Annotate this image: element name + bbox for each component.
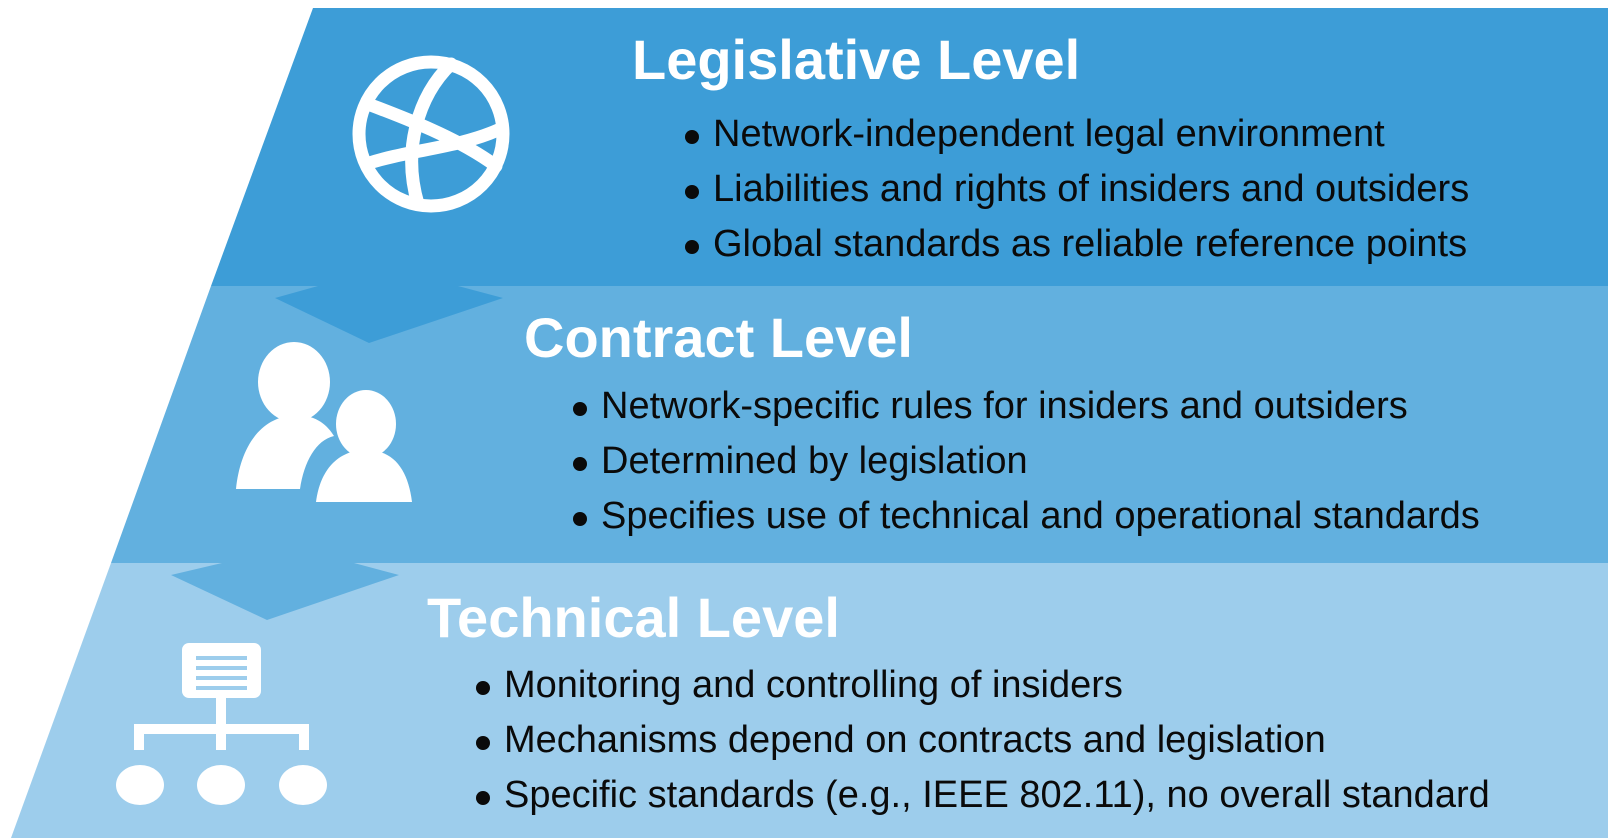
list-item: Determined by legislation (569, 434, 1480, 489)
list-item: Global standards as reliable reference p… (681, 217, 1469, 272)
list-item: Network-specific rules for insiders and … (569, 379, 1480, 434)
contract-band (111, 286, 1608, 563)
list-item: Specifies use of technical and operation… (569, 489, 1480, 544)
contract-level-title: Contract Level (524, 306, 913, 369)
network-hierarchy-icon (116, 643, 327, 805)
list-item: Network-independent legal environment (681, 107, 1469, 162)
contract-bullet-list: Network-specific rules for insiders and … (569, 379, 1480, 544)
legislative-level-title: Legislative Level (632, 28, 1081, 91)
list-item: Mechanisms depend on contracts and legis… (472, 713, 1490, 768)
people-icon (236, 342, 412, 502)
technical-bullet-list: Monitoring and controlling of insiders M… (472, 658, 1490, 823)
technical-band (11, 563, 1608, 838)
legislative-band (211, 8, 1608, 286)
list-item: Monitoring and controlling of insiders (472, 658, 1490, 713)
globe-icon (352, 55, 510, 213)
arrow-down-icon (171, 563, 399, 620)
arrow-down-icon (275, 286, 503, 343)
technical-level-title: Technical Level (427, 586, 840, 649)
list-item: Liabilities and rights of insiders and o… (681, 162, 1469, 217)
list-item: Specific standards (e.g., IEEE 802.11), … (472, 768, 1490, 823)
legislative-bullet-list: Network-independent legal environment Li… (681, 107, 1469, 272)
